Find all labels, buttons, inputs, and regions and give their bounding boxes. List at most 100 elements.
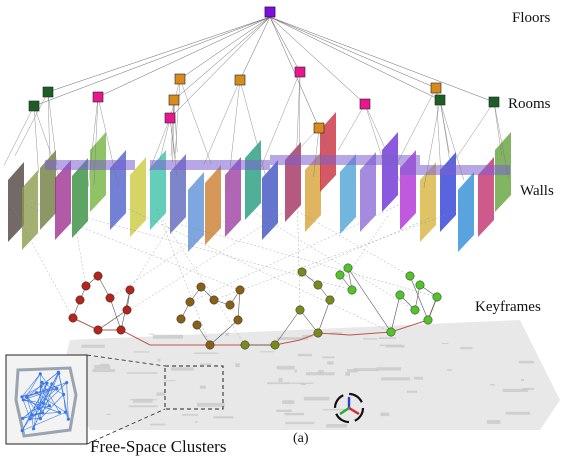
- map-structure: [447, 369, 452, 371]
- cluster-edge: [26, 373, 41, 397]
- wall-plane: [305, 152, 321, 232]
- floor-room-edge: [269, 16, 301, 73]
- map-structure: [330, 332, 343, 335]
- wall-strip: [150, 160, 270, 170]
- map-structure: [327, 361, 334, 365]
- keyframes-label: Keyframes: [475, 299, 541, 315]
- room-wall-edge: [439, 99, 451, 165]
- point-cloud-map: [60, 320, 560, 430]
- keyframe-node: [410, 305, 420, 315]
- map-structure: [199, 363, 212, 365]
- cluster-edge: [63, 394, 66, 413]
- figure-caption: (a): [293, 431, 309, 446]
- room-wall-edge: [239, 79, 266, 175]
- map-structure: [385, 345, 405, 348]
- map-structure: [199, 385, 206, 389]
- room-wall-edge: [338, 103, 366, 151]
- map-structure: [294, 369, 297, 373]
- room-wall-edge: [299, 71, 301, 154]
- room-wall-edge: [47, 91, 58, 166]
- keyframe-wall-edge: [31, 202, 353, 291]
- keyframe-node: [209, 295, 219, 305]
- floor-room-edge: [269, 16, 441, 101]
- keyframe-edge: [347, 267, 392, 333]
- room-wall-edge: [3, 105, 35, 166]
- room-wall-edge: [454, 101, 495, 160]
- map-structure: [194, 352, 219, 354]
- map-structure: [92, 369, 115, 373]
- keyframe-wall-edge: [297, 210, 301, 311]
- cluster-node: [57, 410, 62, 414]
- cluster-edge: [66, 382, 69, 420]
- free-space-clusters-label: Free-Space Clusters: [90, 437, 226, 456]
- map-structure: [285, 421, 315, 425]
- map-structure: [278, 378, 283, 382]
- keyframe-node: [185, 297, 195, 307]
- keyframe-node: [313, 328, 323, 338]
- map-structure: [284, 382, 314, 384]
- map-structure: [133, 351, 150, 353]
- map-structure: [521, 387, 534, 390]
- cluster-node: [21, 398, 25, 402]
- cluster-node: [34, 391, 39, 395]
- cluster-edge: [33, 382, 43, 429]
- floor-room-edge: [269, 16, 437, 89]
- keyframe-wall-edge: [167, 220, 438, 298]
- cluster-edge: [29, 405, 50, 420]
- room-node: [164, 112, 176, 124]
- wall-plane: [360, 152, 376, 232]
- map-structure: [486, 420, 501, 424]
- room-node: [28, 100, 40, 112]
- floor-room-edge: [239, 16, 271, 81]
- wall-strip: [400, 165, 510, 175]
- map-structure: [284, 412, 305, 416]
- cluster-edge: [26, 396, 32, 415]
- map-structure: [171, 367, 194, 371]
- cluster-node: [28, 417, 32, 421]
- cluster-edge: [38, 383, 48, 409]
- room-node: [488, 96, 500, 108]
- walls-label: Walls: [520, 183, 554, 199]
- keyframe-edge: [299, 309, 319, 334]
- cluster-edge: [21, 388, 57, 398]
- cluster-edge: [26, 396, 39, 409]
- keyframe-node: [347, 285, 357, 295]
- keyframe-wall-edge: [246, 207, 416, 311]
- cluster-edge: [31, 414, 34, 429]
- cluster-node: [62, 392, 66, 397]
- cluster-edge: [40, 372, 59, 387]
- room-wall-edge: [423, 99, 441, 188]
- room-wall-edge: [172, 99, 175, 163]
- room-wall-edge: [313, 127, 320, 177]
- floor-room-edge: [47, 16, 271, 93]
- room-wall-edge: [259, 71, 301, 170]
- map-structure: [414, 376, 424, 380]
- room-node: [434, 94, 446, 106]
- map-structure: [235, 363, 240, 368]
- wall-plane: [90, 132, 106, 212]
- keyframe-node: [93, 271, 103, 281]
- keyframe-wall-edge: [11, 204, 74, 319]
- keyframe-node: [205, 340, 215, 350]
- floor-room-edge: [173, 16, 271, 101]
- map-structure: [282, 400, 295, 404]
- cluster-edge: [21, 373, 41, 398]
- keyframe-wall-edge: [213, 204, 473, 301]
- room-wall-edge: [493, 101, 502, 156]
- inset-connector-bottom: [86, 408, 166, 445]
- room-wall-edge: [296, 71, 301, 151]
- map-structure: [318, 370, 324, 374]
- wall-strip: [270, 155, 420, 165]
- room-wall-edge: [170, 99, 175, 157]
- cluster-edge: [21, 383, 48, 431]
- cluster-edge: [21, 383, 53, 431]
- keyframe-node: [335, 270, 345, 280]
- floors-label: Floors: [512, 10, 551, 26]
- map-structure: [94, 365, 111, 370]
- map-structure: [306, 372, 335, 376]
- map-structure: [300, 383, 306, 386]
- map-structure: [302, 334, 313, 338]
- map-structure: [260, 351, 275, 353]
- keyframe-node: [405, 271, 415, 281]
- map-structure: [213, 416, 234, 419]
